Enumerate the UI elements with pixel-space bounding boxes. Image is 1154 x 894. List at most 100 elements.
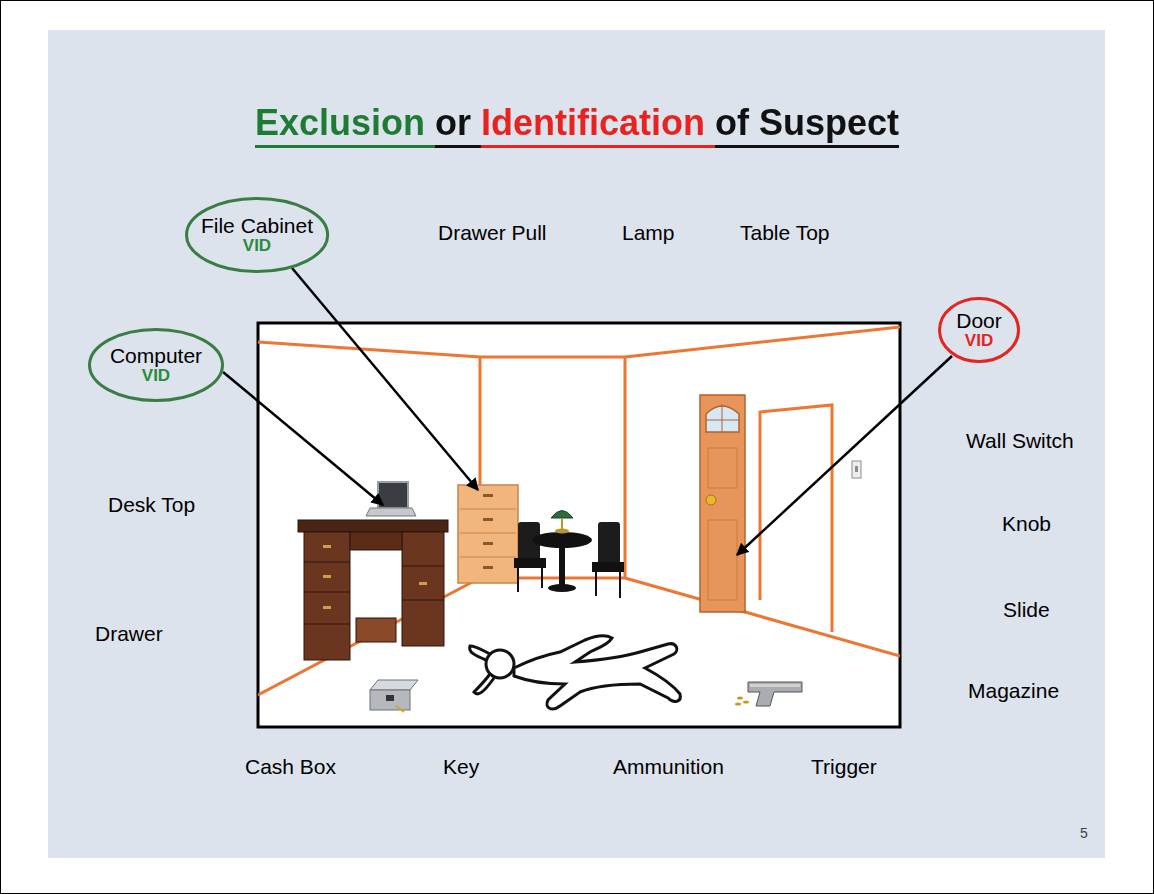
- door: [706, 420, 739, 421]
- callout-label: Computer: [110, 344, 202, 367]
- file-cabinet: [483, 542, 493, 545]
- wall-switch: [855, 466, 858, 472]
- callout-label: File Cabinet: [201, 214, 313, 237]
- room-outline: [760, 405, 832, 632]
- room-outline: [625, 327, 900, 357]
- leader-arrow: [223, 268, 952, 555]
- door: [708, 520, 737, 600]
- ellipse-outline: [90, 330, 223, 401]
- table-and-chairs: [595, 572, 597, 596]
- desk: [419, 582, 427, 585]
- vid-tag: VID: [965, 332, 993, 351]
- part-label: Drawer Pull: [438, 221, 547, 245]
- part-label: Lamp: [622, 221, 675, 245]
- file-cabinet: [460, 557, 516, 558]
- part-label: Magazine: [968, 679, 1059, 703]
- vid-callout-ellipse: ComputerVID: [88, 328, 224, 402]
- file-cabinet: [483, 566, 493, 569]
- file-cabinet: [458, 485, 518, 583]
- page-number: 5: [1080, 825, 1088, 841]
- body-outline: [470, 646, 490, 660]
- part-label: Trigger: [811, 755, 877, 779]
- vid-callout-ellipse: DoorVID: [938, 297, 1020, 363]
- cash-box: [396, 706, 404, 712]
- leader-arrow: [292, 268, 478, 490]
- pistol: [748, 682, 802, 706]
- room-outline: [624, 357, 627, 578]
- part-label: Key: [443, 755, 479, 779]
- pistol: [737, 696, 743, 699]
- vid-callout-ellipse: File CabinetVID: [185, 197, 329, 273]
- cash-box: [370, 680, 418, 712]
- table-and-chairs: [514, 558, 546, 568]
- laptop: [366, 482, 416, 516]
- room-outline: [258, 327, 900, 695]
- part-label: Drawer: [95, 622, 163, 646]
- slide-title: Exclusion or Identification of Suspect: [255, 100, 899, 147]
- desk: [323, 575, 331, 578]
- slide-background: [48, 30, 1105, 858]
- door: [700, 395, 745, 612]
- picture-frame: [258, 323, 900, 727]
- table-and-chairs: [592, 562, 624, 572]
- desk: [304, 624, 350, 625]
- desk: [323, 545, 331, 548]
- laptop: [366, 508, 416, 516]
- cash-box: [386, 695, 394, 701]
- desk: [298, 520, 448, 660]
- desk: [323, 606, 331, 609]
- body-outline: [474, 674, 494, 694]
- desk: [304, 592, 350, 593]
- door: [700, 395, 745, 612]
- callout-label: Door: [956, 309, 1002, 332]
- desk: [304, 532, 350, 660]
- desk-lamp: [561, 518, 563, 530]
- desk: [402, 532, 444, 646]
- table-and-chairs: [619, 572, 621, 598]
- room-outline: [258, 342, 480, 357]
- table-and-chairs: [559, 546, 565, 586]
- pistol: [735, 682, 802, 706]
- part-label: Desk Top: [108, 493, 195, 517]
- desk-lamp: [555, 529, 569, 534]
- file-cabinet: [460, 533, 516, 534]
- desk: [304, 562, 350, 563]
- table-and-chairs: [548, 584, 576, 592]
- table-and-chairs: [517, 568, 519, 592]
- body-outline: [470, 636, 681, 709]
- desk: [402, 600, 444, 601]
- pistol: [743, 700, 749, 703]
- vid-tag: VID: [243, 237, 271, 256]
- door: [722, 404, 723, 432]
- door: [706, 495, 716, 505]
- room-outline: [258, 578, 480, 695]
- table-and-chairs: [514, 522, 624, 598]
- table-and-chairs: [541, 568, 543, 588]
- part-label: Slide: [1003, 598, 1050, 622]
- cash-box: [370, 680, 418, 690]
- body-outline: [486, 650, 514, 678]
- desk: [350, 532, 402, 550]
- door: [708, 448, 737, 488]
- title-underline: [255, 145, 899, 148]
- table-and-chairs: [598, 522, 620, 566]
- room-outline: [480, 356, 625, 359]
- part-label: Table Top: [740, 221, 830, 245]
- pistol: [750, 684, 800, 687]
- cash-box: [370, 690, 410, 710]
- leader-arrow: [223, 372, 383, 505]
- part-label: Wall Switch: [966, 429, 1074, 453]
- table-and-chairs: [532, 532, 592, 548]
- pistol: [735, 702, 741, 705]
- leader-arrow: [737, 356, 952, 555]
- body-outline: [514, 636, 680, 709]
- file-cabinet: [483, 494, 493, 497]
- desk: [298, 520, 448, 532]
- desk: [402, 566, 444, 567]
- wall-switch: [852, 461, 861, 478]
- ellipse-outline: [186, 199, 327, 272]
- file-cabinet: [460, 509, 516, 510]
- part-label: Knob: [1002, 512, 1051, 536]
- vid-tag: VID: [142, 367, 170, 386]
- desk: [356, 618, 396, 642]
